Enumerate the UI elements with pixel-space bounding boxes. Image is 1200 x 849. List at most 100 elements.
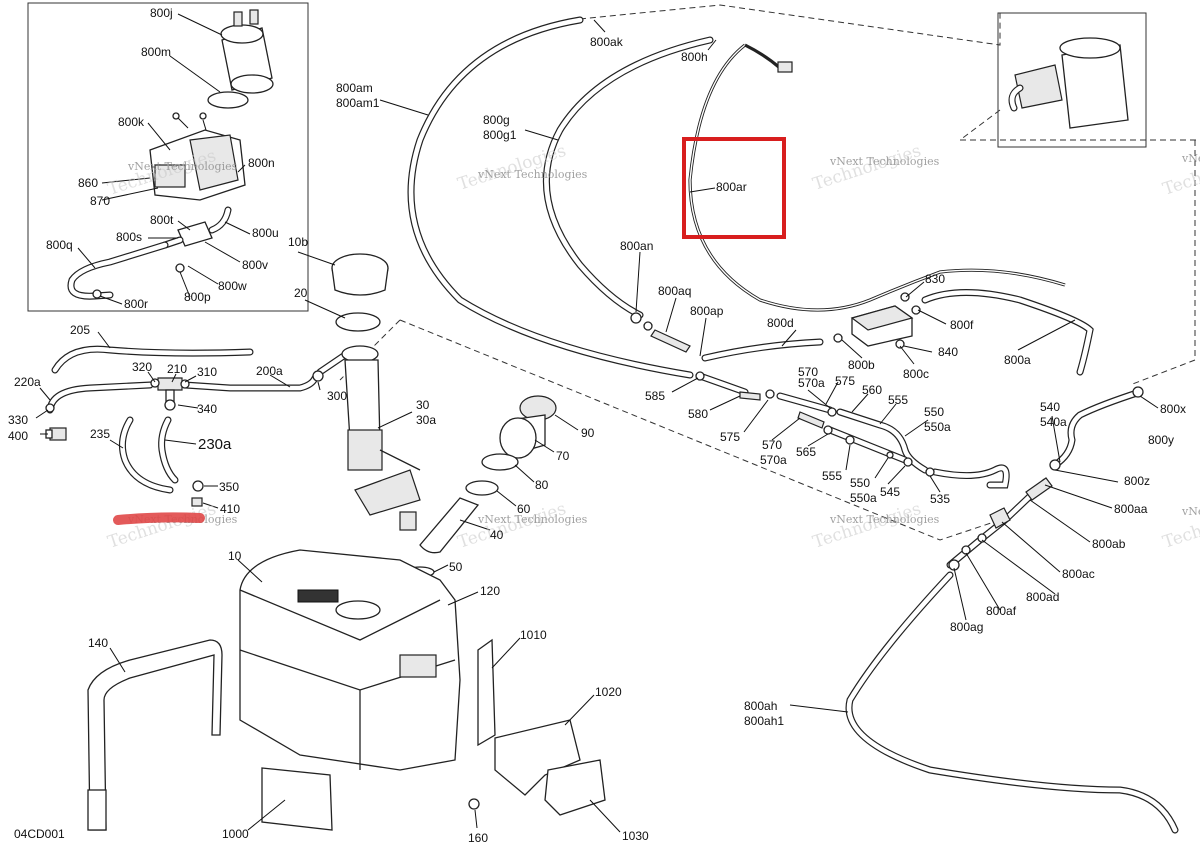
label-220a: 220a: [14, 375, 41, 389]
label-800ak: 800ak: [590, 35, 624, 49]
label-800ah: 800ah: [744, 699, 777, 713]
label-800ab: 800ab: [1092, 537, 1126, 551]
filler-neck-assembly: [405, 395, 557, 578]
label-160: 160: [468, 831, 488, 845]
label-800q: 800q: [46, 238, 73, 252]
label-560: 560: [862, 383, 882, 397]
label-310: 310: [197, 365, 217, 379]
label-40: 40: [490, 528, 504, 542]
label-800am1: 800am1: [336, 96, 380, 110]
label-800y: 800y: [1148, 433, 1174, 447]
connector-800aq: [630, 312, 691, 353]
label-800x: 800x: [1160, 402, 1186, 416]
label-840: 840: [938, 345, 958, 359]
hose-800d: [701, 338, 824, 362]
label-580: 580: [688, 407, 708, 421]
label-60: 60: [517, 502, 531, 516]
label-575: 575: [720, 430, 740, 444]
label-800aa: 800aa: [1114, 502, 1148, 516]
valve-800b: [833, 292, 921, 349]
label-800af: 800af: [986, 604, 1017, 618]
nut-160: [468, 798, 480, 810]
label-555: 555: [822, 469, 842, 483]
hose-800am: [407, 16, 694, 379]
label-300: 300: [327, 389, 347, 403]
label-800m: 800m: [141, 45, 171, 59]
fuel-pump-module-30: [331, 253, 421, 531]
label-555-top: 555: [888, 393, 908, 407]
label-800ag: 800ag: [950, 620, 983, 634]
bracket-assembly-800k: [149, 112, 246, 201]
hose-chain-545-585: [695, 371, 1010, 489]
fuel-tank-10: [239, 549, 461, 771]
label-330: 330: [8, 413, 28, 427]
label-120: 120: [480, 584, 500, 598]
canister-800j: [220, 9, 274, 94]
label-800a: 800a: [1004, 353, 1031, 367]
leader-lines: [35, 19, 1159, 833]
label-800ah1: 800ah1: [744, 714, 784, 728]
wire-800ar: [688, 43, 1066, 312]
label-800ap: 800ap: [690, 304, 724, 318]
label-1030: 1030: [622, 829, 649, 843]
red-marker-stroke: [113, 512, 205, 525]
hose-40: [419, 497, 480, 554]
label-10: 10: [228, 549, 242, 563]
clamp-60: [465, 480, 499, 496]
label-800w: 800w: [218, 279, 247, 293]
label-800d: 800d: [767, 316, 794, 330]
svg-text:vNext Technologies: vNext Technologies: [127, 160, 238, 173]
label-350: 350: [219, 480, 239, 494]
label-550a-top: 550a: [924, 420, 951, 434]
label-205: 205: [70, 323, 90, 337]
label-550a: 550a: [850, 491, 877, 505]
label-540: 540: [1040, 400, 1060, 414]
guard-1010: [477, 638, 496, 747]
label-570a-top: 570a: [798, 376, 825, 390]
label-570a: 570a: [760, 453, 787, 467]
label-545: 545: [880, 485, 900, 499]
svg-text:vNext Technologies: vNext Technologies: [1181, 505, 1200, 518]
label-565: 565: [796, 445, 816, 459]
strap-140: [87, 639, 223, 831]
hose-220a: [45, 381, 154, 414]
label-540a: 540a: [1040, 415, 1067, 429]
label-10b: 10b: [288, 235, 308, 249]
highlight-box-800ar: [682, 137, 786, 239]
hose-800g: [542, 36, 714, 319]
label-235: 235: [90, 427, 110, 441]
label-800r: 800r: [124, 297, 148, 311]
label-800c: 800c: [903, 367, 929, 381]
label-800f: 800f: [950, 318, 974, 332]
label-800z: 800z: [1124, 474, 1150, 488]
svg-text:vNext Technologies: vNext Technologies: [477, 513, 588, 526]
label-210: 210: [167, 362, 187, 376]
label-800u: 800u: [252, 226, 279, 240]
label-20: 20: [294, 286, 308, 300]
label-800ar: 800ar: [716, 180, 747, 194]
svg-text:vNext Technologies: vNext Technologies: [829, 513, 940, 526]
svg-text:vNext Technologies: vNext Technologies: [1181, 152, 1200, 165]
label-570: 570: [762, 438, 782, 452]
guard-1030: [544, 759, 606, 816]
label-575-top: 575: [835, 374, 855, 388]
label-800g1: 800g1: [483, 128, 517, 142]
label-90: 90: [581, 426, 595, 440]
label-585: 585: [645, 389, 665, 403]
label-570-top: 570: [798, 365, 818, 379]
label-870: 870: [90, 194, 110, 208]
label-1020: 1020: [595, 685, 622, 699]
plug-400: [45, 427, 67, 441]
label-800v: 800v: [242, 258, 268, 272]
label-800h: 800h: [681, 50, 708, 64]
clamp-80: [481, 453, 519, 471]
hose-200a: [181, 351, 349, 392]
part-labels: 800j 800m 800k 860 870 800n 800t 800s 80…: [8, 6, 1186, 845]
label-400: 400: [8, 429, 28, 443]
label-800b: 800b: [848, 358, 875, 372]
label-230a: 230a: [198, 436, 232, 453]
label-800j: 800j: [150, 6, 173, 20]
label-800n: 800n: [248, 156, 275, 170]
label-800s: 800s: [116, 230, 142, 244]
